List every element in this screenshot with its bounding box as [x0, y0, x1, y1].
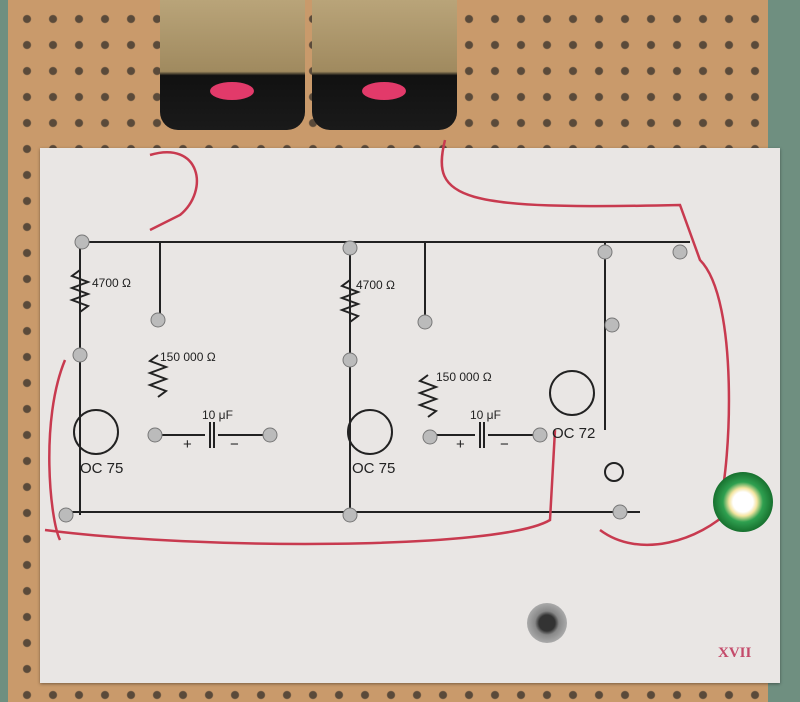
- transistor-label: OC 75: [352, 460, 396, 477]
- capacitor-label: 10 μF: [470, 408, 501, 422]
- resistor-label: 4700 Ω: [356, 278, 395, 292]
- minus-sign: −: [230, 436, 239, 453]
- schematic-sheet: [40, 148, 780, 683]
- minus-sign: −: [500, 436, 509, 453]
- potentiometer-knob: [527, 603, 567, 643]
- plus-sign: +: [456, 436, 465, 453]
- battery-left: [160, 0, 305, 130]
- battery-right: [312, 0, 457, 130]
- resistor-label: 150 000 Ω: [436, 370, 492, 384]
- capacitor-label: 10 μF: [202, 408, 233, 422]
- transistor-label: OC 72: [552, 425, 596, 442]
- lamp: [713, 472, 773, 532]
- resistor-label: 150 000 Ω: [160, 350, 216, 364]
- stamp: XVII: [718, 645, 752, 661]
- plus-sign: +: [183, 436, 192, 453]
- transistor-label: OC 75: [80, 460, 124, 477]
- resistor-label: 4700 Ω: [92, 276, 131, 290]
